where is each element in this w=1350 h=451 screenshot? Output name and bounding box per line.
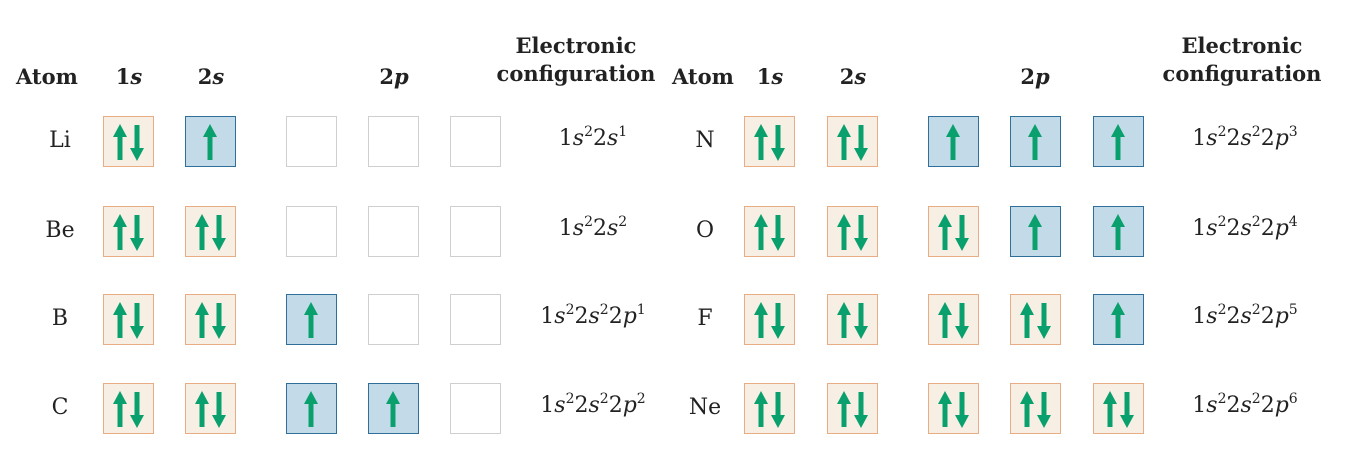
electron-configuration: 1s22s22p2 [540, 391, 646, 418]
orbital-box-2s [827, 116, 878, 167]
orbital-box-2p-3 [450, 294, 501, 345]
orbital-box-2p-3 [1093, 294, 1144, 345]
spin-up-arrow-icon [386, 391, 400, 427]
header-config-right: Electronic configuration [1162, 33, 1322, 86]
spin-up-arrow-icon [1111, 214, 1125, 250]
paired-spin-arrows-icon [113, 214, 144, 251]
orbital-box-2p-1 [928, 294, 979, 345]
orbital-box-1s [103, 294, 154, 345]
spin-up-arrow-icon [946, 124, 960, 160]
orbital-box-2s [185, 294, 236, 345]
orbital-box-2p-2 [368, 206, 419, 257]
paired-spin-arrows-icon [1103, 391, 1134, 428]
orbital-box-1s [744, 116, 795, 167]
paired-spin-arrows-icon [754, 124, 785, 161]
orbital-box-1s [103, 206, 154, 257]
orbital-box-1s [103, 383, 154, 434]
orbital-box-2p-2 [368, 116, 419, 167]
paired-spin-arrows-icon [1020, 302, 1051, 339]
electron-configuration: 1s22s1 [558, 124, 628, 151]
header-2s-right: 2s [839, 64, 867, 89]
atom-symbol: Be [45, 218, 75, 243]
atom-symbol: B [51, 306, 69, 331]
orbital-box-2s [185, 116, 236, 167]
orbital-box-2p-1 [286, 116, 337, 167]
paired-spin-arrows-icon [837, 214, 868, 251]
orbital-box-2s [827, 294, 878, 345]
electron-configuration: 1s22s2 [558, 214, 628, 241]
paired-spin-arrows-icon [837, 124, 868, 161]
header-config-left: Electronic configuration [496, 33, 656, 86]
orbital-box-2p-1 [928, 383, 979, 434]
orbital-box-2p-2 [1010, 294, 1061, 345]
orbital-box-2p-3 [1093, 116, 1144, 167]
paired-spin-arrows-icon [754, 214, 785, 251]
orbital-box-2s [185, 383, 236, 434]
electron-configuration: 1s22s22p5 [1192, 302, 1298, 329]
electron-configuration: 1s22s22p6 [1192, 391, 1298, 418]
orbital-box-2s [827, 383, 878, 434]
header-atom-left: Atom [16, 64, 78, 89]
orbital-box-2s [827, 206, 878, 257]
paired-spin-arrows-icon [837, 391, 868, 428]
atom-symbol: O [695, 218, 715, 243]
orbital-box-1s [103, 116, 154, 167]
orbital-box-2p-2 [1010, 116, 1061, 167]
paired-spin-arrows-icon [195, 214, 226, 251]
header-1s-right: 1s [756, 64, 784, 89]
atom-symbol: Li [49, 128, 71, 153]
orbital-box-2p-1 [928, 116, 979, 167]
header-2p-left: 2p [379, 64, 409, 89]
atom-symbol: C [51, 395, 69, 420]
electron-configuration: 1s22s22p1 [540, 302, 646, 329]
spin-up-arrow-icon [1028, 124, 1042, 160]
spin-up-arrow-icon [1111, 124, 1125, 160]
orbital-box-2p-2 [368, 383, 419, 434]
paired-spin-arrows-icon [195, 302, 226, 339]
electron-configuration: 1s22s22p3 [1192, 124, 1298, 151]
header-1s-left: 1s [115, 64, 143, 89]
paired-spin-arrows-icon [195, 391, 226, 428]
paired-spin-arrows-icon [113, 302, 144, 339]
spin-up-arrow-icon [1111, 302, 1125, 338]
orbital-box-2p-3 [450, 116, 501, 167]
atom-symbol: F [697, 306, 713, 331]
paired-spin-arrows-icon [938, 302, 969, 339]
header-2p-right: 2p [1020, 64, 1050, 89]
paired-spin-arrows-icon [113, 391, 144, 428]
orbital-box-2p-3 [450, 383, 501, 434]
orbital-box-2s [185, 206, 236, 257]
header-atom-right: Atom [672, 64, 734, 89]
orbital-box-1s [744, 294, 795, 345]
paired-spin-arrows-icon [113, 124, 144, 161]
orbital-box-2p-3 [1093, 383, 1144, 434]
spin-up-arrow-icon [304, 391, 318, 427]
paired-spin-arrows-icon [938, 214, 969, 251]
header-2s-left: 2s [197, 64, 225, 89]
orbital-box-2p-2 [368, 294, 419, 345]
orbital-box-2p-2 [1010, 206, 1061, 257]
spin-up-arrow-icon [1028, 214, 1042, 250]
paired-spin-arrows-icon [837, 302, 868, 339]
orbital-box-2p-3 [1093, 206, 1144, 257]
spin-up-arrow-icon [203, 124, 217, 160]
electron-configuration: 1s22s22p4 [1192, 214, 1298, 241]
paired-spin-arrows-icon [754, 302, 785, 339]
orbital-box-2p-2 [1010, 383, 1061, 434]
atom-symbol: N [695, 128, 715, 153]
orbital-box-2p-1 [286, 206, 337, 257]
paired-spin-arrows-icon [1020, 391, 1051, 428]
orbital-box-2p-1 [928, 206, 979, 257]
atom-symbol: Ne [688, 395, 722, 420]
spin-up-arrow-icon [304, 302, 318, 338]
orbital-box-2p-1 [286, 383, 337, 434]
orbital-box-2p-3 [450, 206, 501, 257]
orbital-box-1s [744, 206, 795, 257]
paired-spin-arrows-icon [938, 391, 969, 428]
orbital-box-2p-1 [286, 294, 337, 345]
orbital-box-1s [744, 383, 795, 434]
paired-spin-arrows-icon [754, 391, 785, 428]
